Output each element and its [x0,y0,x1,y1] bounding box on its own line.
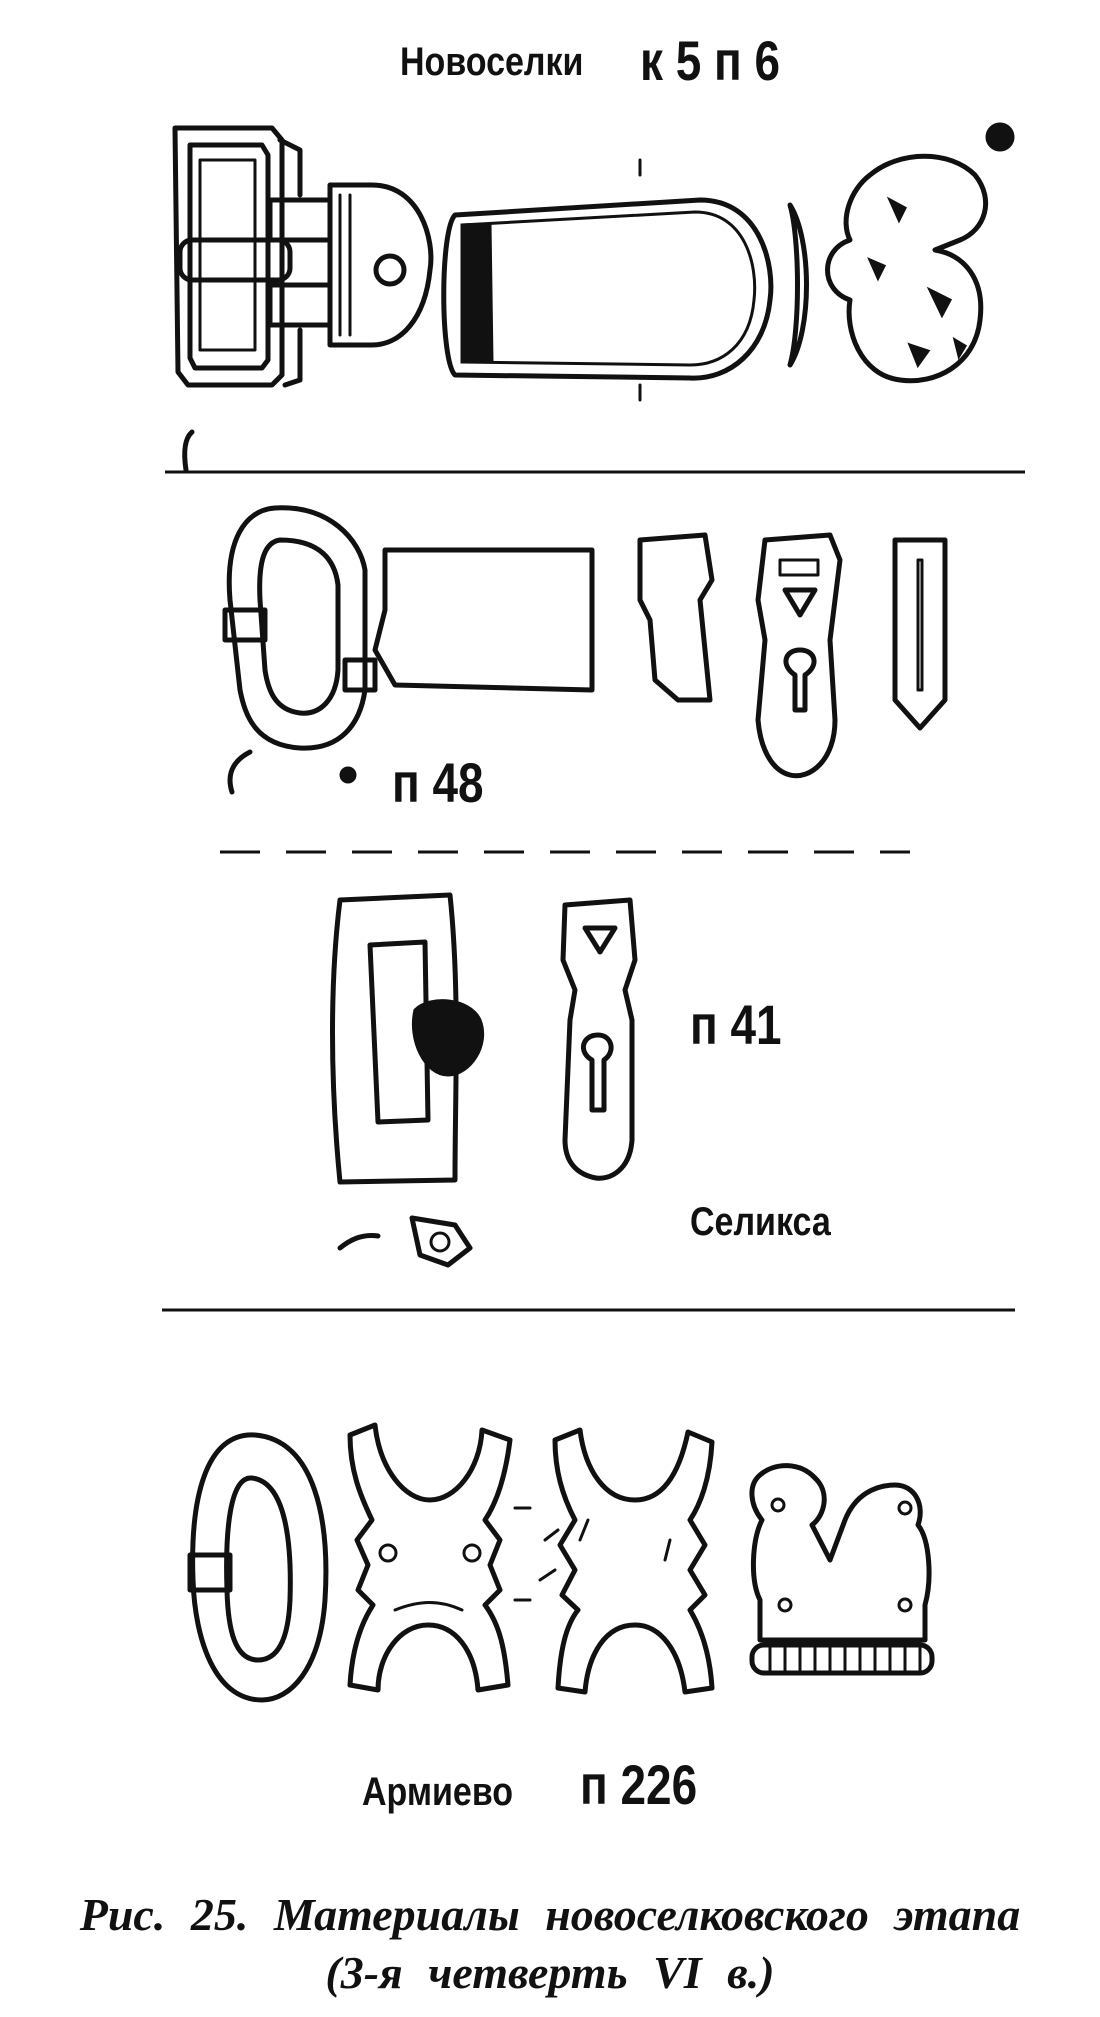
plate-fragment-p48 [637,532,715,703]
openwork-strap-end-p48 [755,532,843,779]
grave-label-p226: п 226 [580,1753,698,1816]
site-label-armievo: Армиево [362,1770,514,1814]
rectangular-buckle-p41 [330,892,485,1268]
openwork-plate-armievo [749,1463,935,1676]
tongue-strap-end-p48 [892,537,948,731]
openwork-plaque-armievo-2 [513,1427,715,1695]
corroded-fragment-novoselki [825,122,1015,384]
grave-label-k5-p6: к 5 п 6 [640,29,781,92]
strap-end-novoselki [441,158,774,402]
buckle-p48 [222,505,595,795]
figure-caption-line-1: Рис. 25. Материалы новоселковского этапа [79,1889,1021,1940]
buckle-plate-novoselki [327,182,434,348]
openwork-strap-end-p41 [560,897,638,1181]
figure-caption-line-2: (3-я четверть VI в.) [325,1947,775,1998]
oval-buckle-armievo [187,1432,329,1703]
buckle-frame-novoselki [172,125,333,473]
site-label-seliksa: Селикса [690,1200,831,1244]
grave-label-p41: п 41 [690,993,782,1056]
openwork-plaque-armievo-1 [347,1422,513,1693]
grave-label-p48: п 48 [392,751,484,814]
site-label-novoselki: Новоселки [400,40,584,84]
strap-end-profile-novoselki [787,202,809,368]
